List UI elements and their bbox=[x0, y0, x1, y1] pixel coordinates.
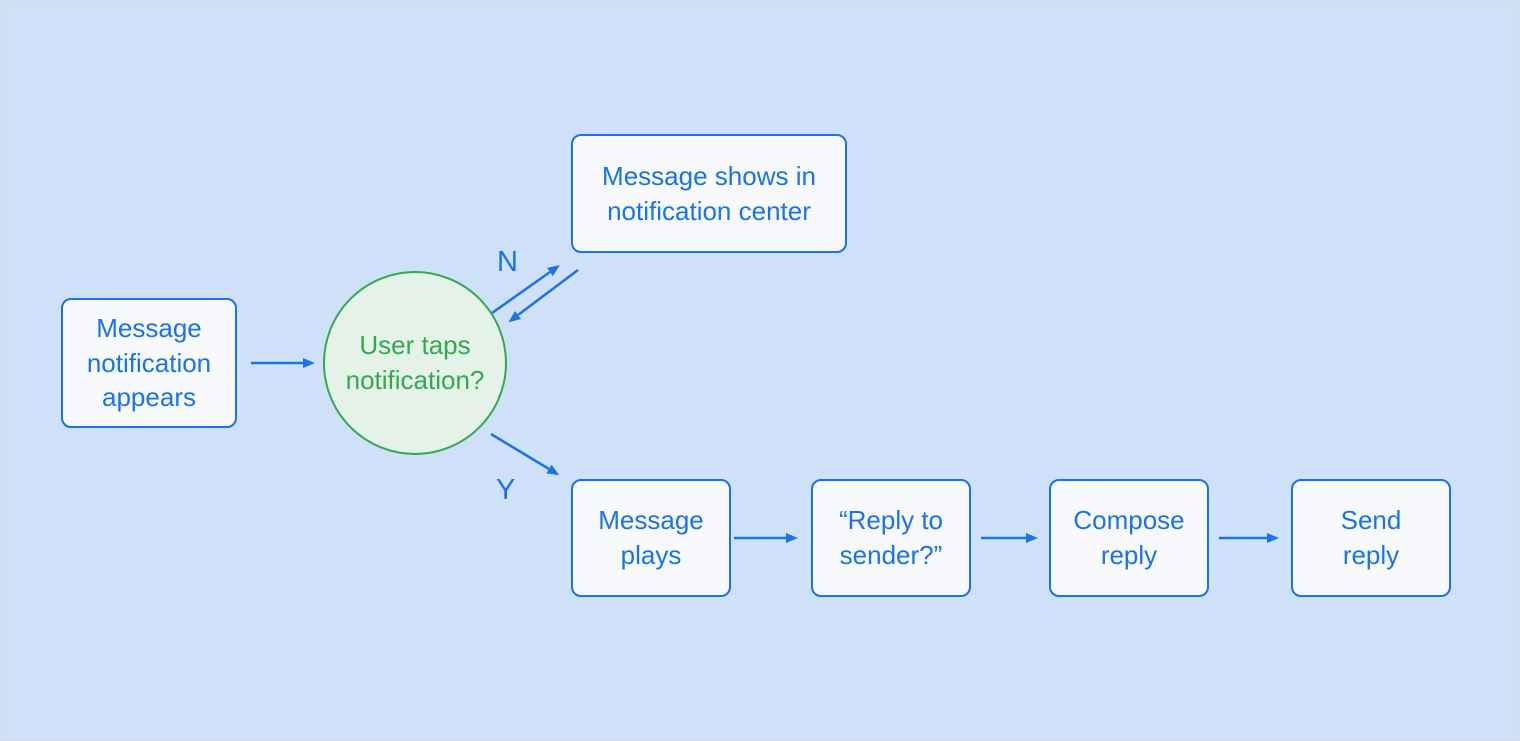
node-label: Message plays bbox=[598, 505, 704, 570]
node-message-notification-appears: Message notification appears bbox=[61, 298, 237, 428]
node-label: “Reply to sender?” bbox=[838, 505, 944, 570]
branch-label-yes: Y bbox=[496, 474, 516, 506]
node-label: Compose reply bbox=[1073, 505, 1185, 570]
node-message-plays: Message plays bbox=[571, 479, 731, 597]
edge-notification-center-to-decision bbox=[508, 269, 579, 323]
node-decision-user-taps-notification: User taps notification? bbox=[323, 271, 507, 455]
node-label: Send reply bbox=[1340, 505, 1402, 570]
node-message-shows-in-notification-center: Message shows in notification center bbox=[571, 134, 847, 253]
node-compose-reply: Compose reply bbox=[1049, 479, 1209, 597]
node-label: Message notification appears bbox=[86, 312, 212, 413]
node-send-reply: Send reply bbox=[1291, 479, 1451, 597]
edge-decision-to-message-plays bbox=[490, 432, 560, 476]
branch-label-no: N bbox=[497, 246, 518, 278]
node-label: User taps notification? bbox=[345, 330, 485, 395]
edge-decision-to-notification-center bbox=[491, 265, 560, 315]
node-reply-to-sender: “Reply to sender?” bbox=[811, 479, 971, 597]
node-label: Message shows in notification center bbox=[602, 160, 816, 226]
